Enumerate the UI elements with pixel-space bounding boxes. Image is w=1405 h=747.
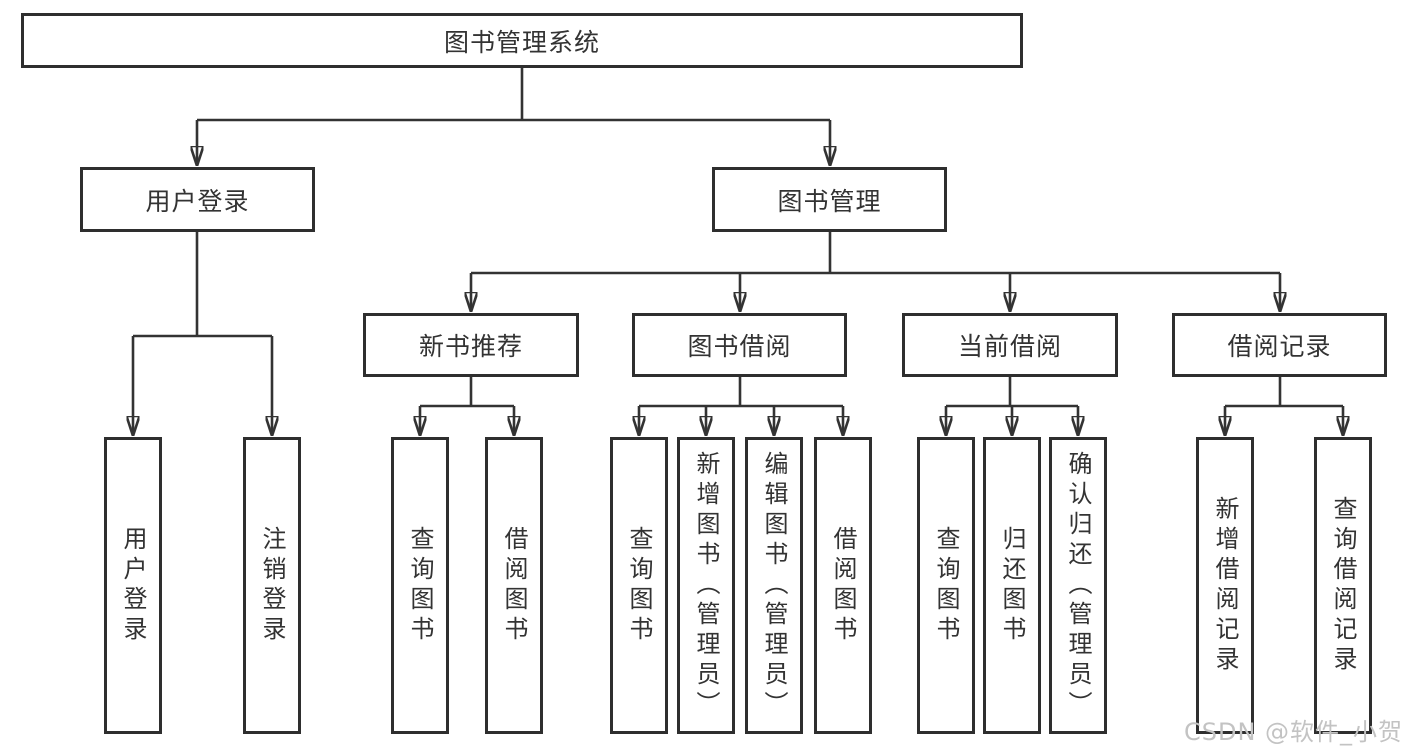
edges-root [197, 68, 830, 165]
leaf-borrow-book-recommend: 借阅图书 [485, 437, 543, 734]
leaf-query-book-borrow: 查询图书 [610, 437, 668, 734]
node-current-borrow: 当前借阅 [902, 313, 1118, 377]
edges-new-book-recommend [420, 377, 514, 435]
node-borrow-record: 借阅记录 [1172, 313, 1387, 377]
node-book-borrow: 图书借阅 [632, 313, 847, 377]
leaf-label: 借阅图书 [829, 525, 857, 646]
leaf-return-book: 归还图书 [983, 437, 1041, 734]
leaf-edit-book-admin: 编辑图书（管理员） [745, 437, 803, 734]
leaf-label: 查询图书 [625, 525, 653, 646]
leaf-logout: 注销登录 [243, 437, 301, 734]
leaf-label: 归还图书 [998, 525, 1026, 646]
edges-book-management [471, 232, 1280, 311]
leaf-borrow-book: 借阅图书 [814, 437, 872, 734]
leaf-label: 新增图书（管理员） [692, 450, 720, 721]
edges-book-borrow [639, 377, 843, 435]
leaf-add-book-admin: 新增图书（管理员） [677, 437, 735, 734]
leaf-query-book-current: 查询图书 [917, 437, 975, 734]
leaf-label: 用户登录 [119, 525, 147, 646]
edges-borrow-record [1225, 377, 1343, 435]
leaf-user-login: 用户登录 [104, 437, 162, 734]
leaf-label: 注销登录 [258, 525, 286, 646]
leaf-label: 新增借阅记录 [1211, 495, 1239, 676]
leaf-query-book-recommend: 查询图书 [391, 437, 449, 734]
leaf-confirm-return-admin: 确认归还（管理员） [1049, 437, 1107, 734]
leaf-label: 查询图书 [406, 525, 434, 646]
node-new-book-recommend: 新书推荐 [363, 313, 579, 377]
node-user-login: 用户登录 [80, 167, 315, 232]
node-book-management: 图书管理 [712, 167, 947, 232]
node-library-system: 图书管理系统 [21, 13, 1023, 68]
edges-current-borrow [946, 377, 1078, 435]
leaf-label: 编辑图书（管理员） [760, 450, 788, 721]
leaf-label: 确认归还（管理员） [1064, 450, 1092, 721]
leaf-label: 借阅图书 [500, 525, 528, 646]
leaf-label: 查询图书 [932, 525, 960, 646]
leaf-add-borrow-record: 新增借阅记录 [1196, 437, 1254, 734]
leaf-query-borrow-record: 查询借阅记录 [1314, 437, 1372, 734]
edges-user-login [133, 232, 272, 435]
csdn-watermark: CSDN @软件_小贺同学 [1184, 718, 1405, 746]
leaf-label: 查询借阅记录 [1329, 495, 1357, 676]
